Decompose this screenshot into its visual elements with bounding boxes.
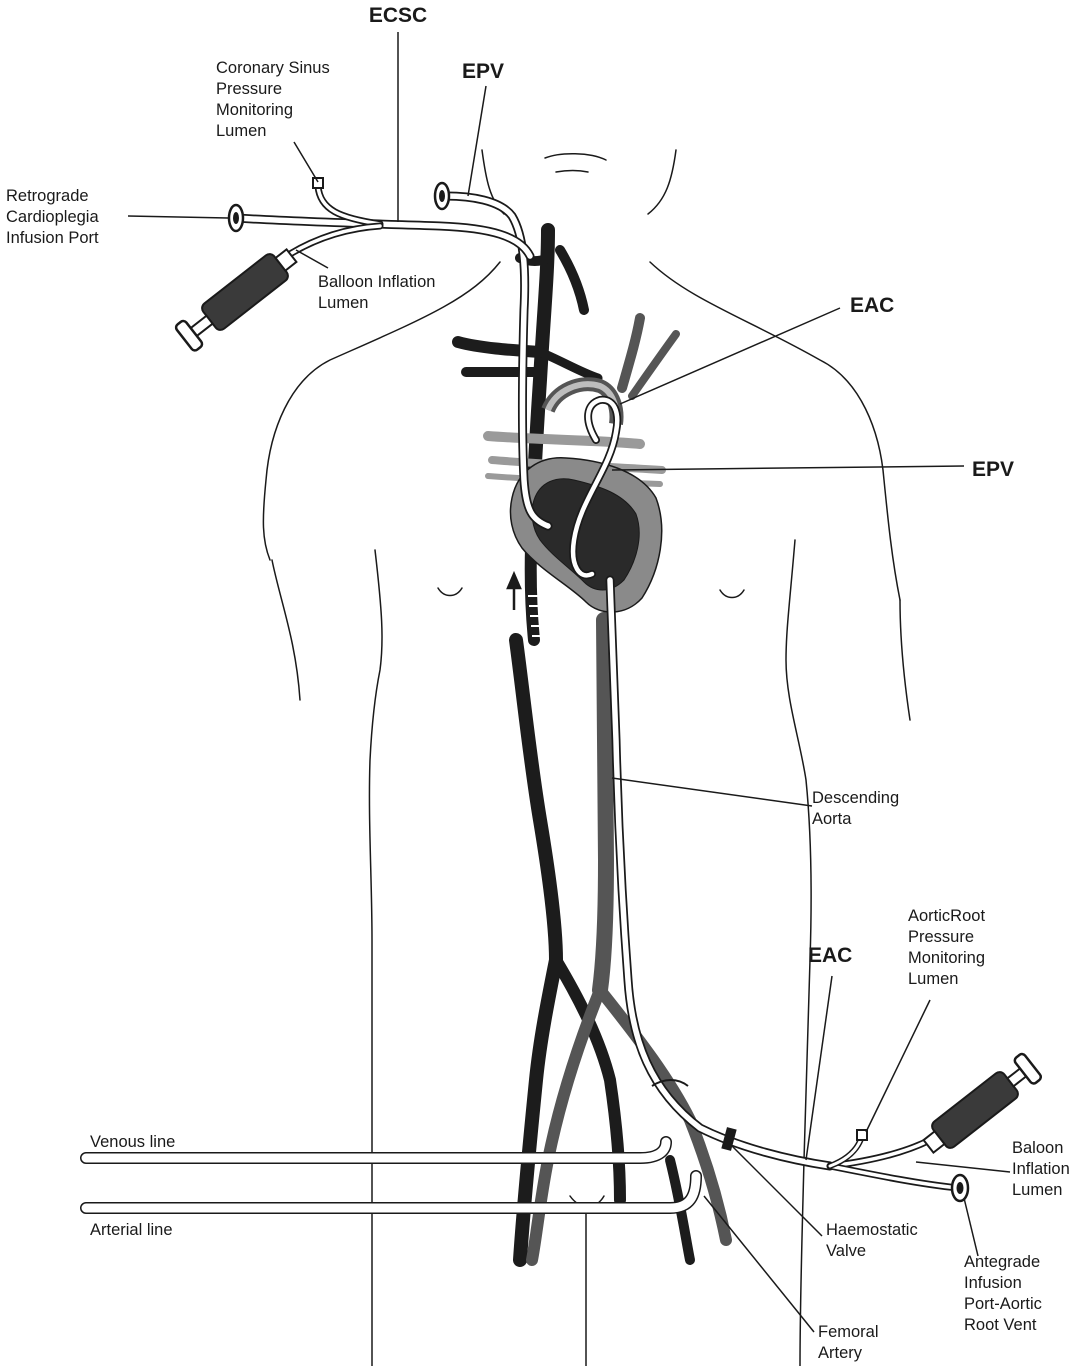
label-arterial-line: Arterial line	[90, 1220, 173, 1241]
coronary-sinus-connector-icon	[313, 178, 323, 188]
label-baloon-inflation-lumen-bottom: Baloon Inflation Lumen	[1012, 1138, 1070, 1201]
label-haemostatic-valve: Haemostatic Valve	[826, 1220, 918, 1262]
body-outline	[263, 150, 910, 1366]
label-ecsc: ECSC	[360, 4, 436, 28]
flow-arrow-icon	[508, 574, 520, 610]
label-femoral-artery: Femoral Artery	[818, 1322, 879, 1364]
label-aortic-root-pressure: AorticRoot Pressure Monitoring Lumen	[908, 906, 985, 990]
label-venous-line: Venous line	[90, 1132, 175, 1153]
leader-lines	[128, 32, 1010, 1332]
label-eac-top: EAC	[850, 294, 894, 318]
label-retrograde-cardioplegia-port: Retrograde Cardioplegia Infusion Port	[6, 186, 99, 249]
label-epv-top: EPV	[462, 60, 504, 84]
label-eac-bottom: EAC	[808, 944, 852, 968]
antegrade-infusion-port-icon	[952, 1175, 968, 1201]
label-epv-right: EPV	[972, 458, 1014, 482]
epv-top-port-icon	[435, 183, 449, 209]
syringe-top-icon	[174, 243, 301, 352]
label-antegrade-infusion-port: Antegrade Infusion Port-Aortic Root Vent	[964, 1252, 1042, 1336]
retrograde-infusion-port-icon	[229, 205, 243, 231]
label-coronary-sinus-pressure: Coronary Sinus Pressure Monitoring Lumen	[216, 58, 330, 142]
label-descending-aorta: Descending Aorta	[812, 788, 899, 830]
label-balloon-inflation-lumen-top: Balloon Inflation Lumen	[318, 272, 435, 314]
